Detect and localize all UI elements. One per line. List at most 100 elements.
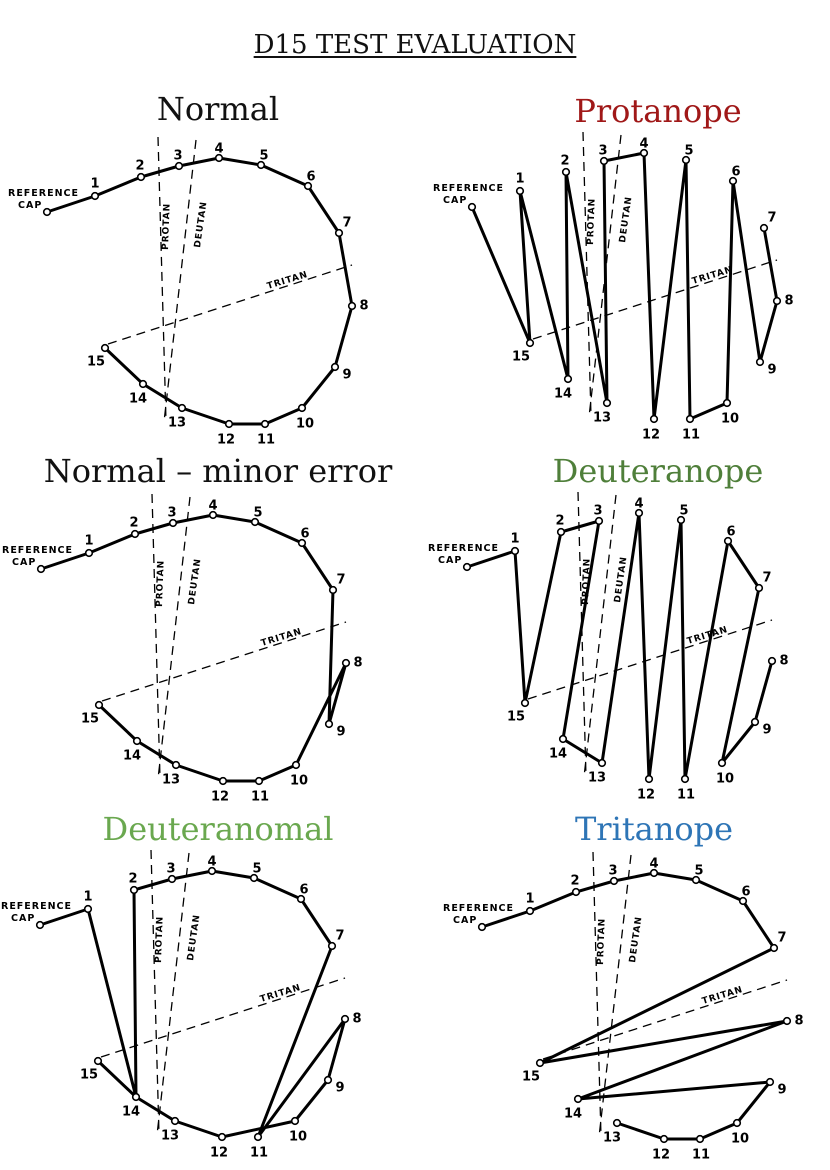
- cap-number-15: 15: [87, 355, 105, 370]
- cap-number-10: 10: [716, 772, 734, 787]
- cap-number-11: 11: [257, 433, 275, 448]
- cap-number-9: 9: [767, 363, 776, 378]
- cap-number-7: 7: [342, 216, 351, 231]
- cap-15: [94, 700, 104, 710]
- reference-cap-label: REFERENCE: [443, 903, 514, 914]
- cap-number-8: 8: [794, 1014, 803, 1029]
- cap-7: [769, 943, 779, 953]
- cap-15: [520, 698, 530, 708]
- cap-number-1: 1: [525, 892, 534, 907]
- cap-arrangement-path: [46, 156, 354, 426]
- cap-number-6: 6: [299, 883, 308, 898]
- cap-14: [138, 379, 148, 389]
- cap-9: [324, 719, 334, 729]
- cap-2: [136, 172, 146, 182]
- cap-number-14: 14: [122, 1105, 140, 1120]
- cap-10: [732, 1118, 742, 1128]
- cap-number-6: 6: [300, 527, 309, 542]
- cap-10: [297, 403, 307, 413]
- cap-number-13: 13: [161, 1129, 179, 1144]
- cap-7: [328, 585, 338, 595]
- reference-cap-label-cap: CAP: [18, 200, 42, 211]
- cap-13: [177, 403, 187, 413]
- cap-number-3: 3: [608, 864, 617, 879]
- protan-label: PROTAN: [161, 203, 173, 250]
- panel-title-normal: Normal: [156, 90, 280, 128]
- cap-number-10: 10: [731, 1132, 749, 1147]
- cap-number-12: 12: [217, 433, 235, 448]
- cap-7: [334, 228, 344, 238]
- reference-cap-label-cap: CAP: [443, 195, 467, 206]
- cap-number-11: 11: [692, 1148, 710, 1163]
- cap-1: [83, 904, 93, 914]
- cap-number-3: 3: [173, 149, 182, 164]
- cap-number-5: 5: [694, 864, 703, 879]
- protan-axis-line: [150, 849, 160, 1135]
- cap-number-10: 10: [290, 774, 308, 789]
- deutan-label: DEUTAN: [193, 201, 209, 249]
- cap-number-3: 3: [167, 506, 176, 521]
- cap-number-4: 4: [634, 497, 643, 512]
- cap-arrangement-path: [466, 511, 774, 781]
- cap-8: [340, 1014, 350, 1024]
- reference-cap: [42, 207, 52, 217]
- cap-number-10: 10: [721, 412, 739, 427]
- tritan-label: TRITAN: [686, 625, 729, 647]
- cap-number-12: 12: [210, 1146, 228, 1161]
- deutan-axis-line: [157, 496, 191, 780]
- cap-number-12: 12: [652, 1148, 670, 1163]
- cap-number-9: 9: [777, 1083, 786, 1098]
- cap-number-3: 3: [593, 504, 602, 519]
- cap-number-2: 2: [570, 874, 579, 889]
- cap-3: [168, 518, 178, 528]
- cap-number-14: 14: [123, 749, 141, 764]
- cap-number-5: 5: [259, 149, 268, 164]
- cap-8: [772, 296, 782, 306]
- cap-12: [649, 414, 659, 424]
- page-title: D15 TEST EVALUATION: [253, 30, 577, 60]
- protan-axis-line: [582, 131, 592, 417]
- cap-6: [728, 176, 738, 186]
- tritan-label: TRITAN: [691, 265, 734, 287]
- cap-number-7: 7: [762, 571, 771, 586]
- protan-axis-line: [577, 491, 587, 777]
- cap-1: [90, 191, 100, 201]
- reference-cap: [35, 920, 45, 930]
- cap-number-7: 7: [336, 573, 345, 588]
- cap-10: [717, 758, 727, 768]
- cap-13: [171, 760, 181, 770]
- cap-number-6: 6: [741, 885, 750, 900]
- cap-3: [167, 874, 177, 884]
- cap-arrangement-path: [470, 151, 779, 421]
- cap-number-13: 13: [168, 416, 186, 431]
- cap-2: [129, 885, 139, 895]
- cap-12: [218, 776, 228, 786]
- cap-number-6: 6: [726, 525, 735, 540]
- cap-8: [341, 658, 351, 668]
- cap-number-14: 14: [554, 387, 572, 402]
- cap-2: [571, 887, 581, 897]
- cap-5: [250, 517, 260, 527]
- cap-number-5: 5: [253, 506, 262, 521]
- cap-number-5: 5: [684, 144, 693, 159]
- cap-6: [303, 181, 313, 191]
- deutan-axis-line: [156, 852, 190, 1136]
- protan-axis-line: [592, 851, 602, 1137]
- cap-number-12: 12: [642, 428, 660, 443]
- cap-arrangement-path: [40, 513, 348, 783]
- panel-title-tritanope: Tritanope: [574, 810, 734, 848]
- reference-cap-label: REFERENCE: [2, 545, 73, 556]
- cap-number-8: 8: [352, 1012, 361, 1027]
- tritan-axis-line: [542, 979, 788, 1060]
- cap-number-13: 13: [588, 771, 606, 786]
- cap-4: [639, 148, 649, 158]
- cap-number-8: 8: [779, 654, 788, 669]
- cap-number-4: 4: [207, 855, 216, 870]
- cap-number-15: 15: [81, 712, 99, 727]
- tritan-label: TRITAN: [259, 983, 302, 1005]
- protan-label: PROTAN: [155, 560, 167, 607]
- deutan-axis-line: [598, 854, 632, 1138]
- cap-11: [260, 419, 270, 429]
